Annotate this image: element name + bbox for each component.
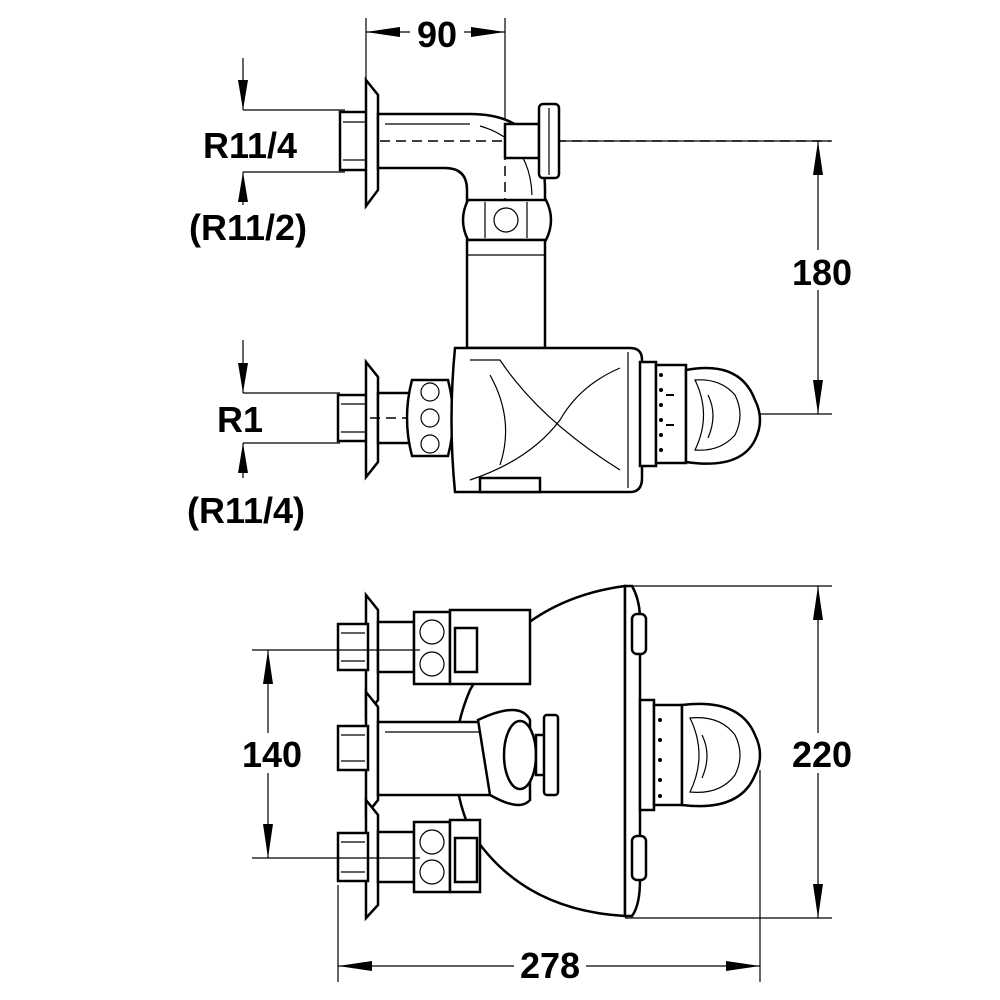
- upper-thread-dimension: R11/4 (R11/2): [189, 58, 345, 248]
- dim-220-label: 220: [792, 734, 852, 775]
- front-view: 140 220 278: [238, 584, 854, 986]
- lower-union-nut: [405, 378, 455, 458]
- top-view: 90 R11/4 (R11/2): [187, 14, 852, 531]
- riser-pipe: [465, 238, 547, 350]
- upper-inlet-fitting: [338, 76, 380, 210]
- lower-thread-label: R1: [217, 399, 263, 440]
- dim-278-label: 278: [520, 945, 580, 986]
- upper-valve-handle: [503, 102, 561, 180]
- lower-thread-dimension: R1 (R11/4): [187, 340, 340, 531]
- upper-thread-alt-label: (R11/2): [189, 207, 307, 248]
- dimension-180: 180: [560, 140, 852, 415]
- thermostat-knob-front: [638, 698, 762, 812]
- upper-elbow-pipe: [376, 112, 830, 245]
- thermostat-knob-top: [638, 360, 762, 468]
- front-middle-inlet: [336, 688, 560, 819]
- dimension-220: 220: [625, 585, 854, 919]
- dimension-140: 140: [238, 649, 420, 859]
- front-bottom-inlet: [336, 796, 482, 922]
- dimension-90: 90: [365, 14, 506, 215]
- dimension-278: 278: [337, 770, 761, 986]
- lower-thread-alt-label: (R11/4): [187, 490, 305, 531]
- front-top-inlet: [336, 591, 532, 719]
- dim-90-label: 90: [417, 14, 457, 55]
- dim-140-label: 140: [242, 734, 302, 775]
- mixer-body: [450, 346, 644, 494]
- dim-180-label: 180: [792, 252, 852, 293]
- upper-union-nut: [461, 198, 553, 242]
- upper-thread-label: R11/4: [203, 125, 297, 166]
